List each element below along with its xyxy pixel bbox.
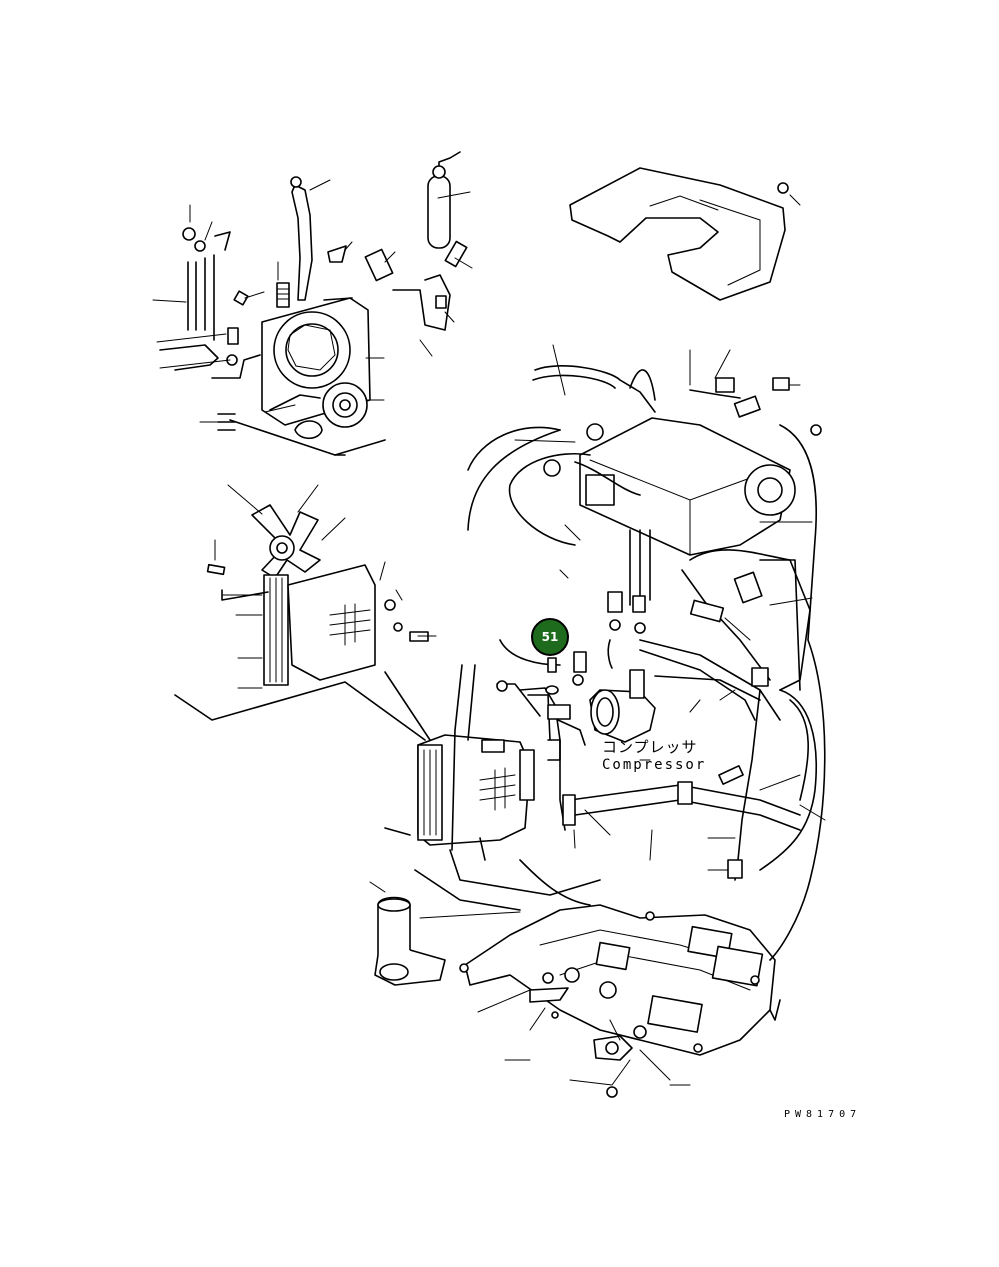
compressor-label-jp: コンプレッサ — [602, 738, 698, 756]
drawing-code: PW81707 — [784, 1109, 861, 1120]
evaporator-unit — [467, 344, 822, 691]
compressor-label-en: Compressor — [602, 757, 706, 773]
duct-cover — [569, 167, 801, 301]
callout-51[interactable]: 51 — [531, 618, 569, 656]
callout-51-number: 51 — [542, 630, 559, 644]
compressor-and-pipes — [496, 591, 826, 881]
fan-and-core — [174, 484, 437, 741]
core-assembly — [384, 664, 601, 896]
floor-plate — [459, 904, 781, 1098]
mount-bracket — [369, 869, 521, 986]
condenser-fan-assembly — [152, 151, 473, 456]
